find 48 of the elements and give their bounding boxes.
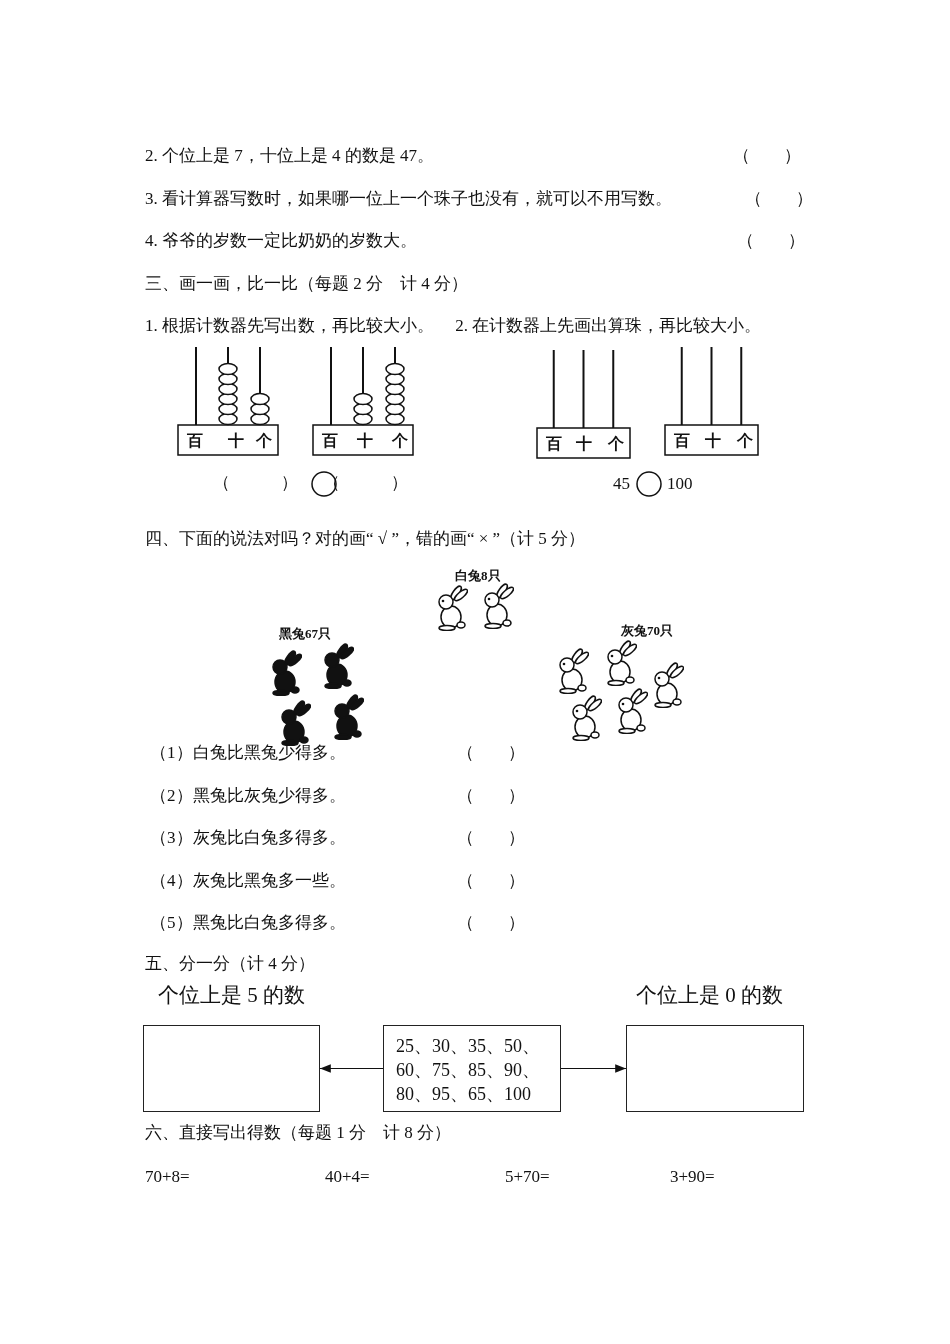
answer-parentheses: （ ） xyxy=(457,827,525,849)
answer-parentheses: （ ） xyxy=(213,472,298,494)
rabbit-count-label: 白兔8只 xyxy=(455,567,501,585)
question-text: 五、分一分（计 4 分） xyxy=(145,953,315,975)
question-text: 2. 个位上是 7，十位上是 4 的数是 47。 xyxy=(145,145,434,167)
place-label: 百 xyxy=(322,431,338,451)
question-text: 三、画一画，比一比（每题 2 分 计 4 分） xyxy=(145,273,468,295)
place-label: 个 xyxy=(392,431,408,451)
answer-parentheses: （ ） xyxy=(733,145,801,167)
question-text: 3. 看计算器写数时，如果哪一位上一个珠子也没有，就可以不用写数。 xyxy=(145,188,672,210)
question-text: 4. 爷爷的岁数一定比奶奶的岁数大。 xyxy=(145,230,417,252)
question-text: 70+8= xyxy=(145,1166,190,1188)
question-text: 5+70= xyxy=(505,1166,550,1188)
question-text: 1. 根据计数器先写出数，再比较大小。 2. 在计数器上先画出算珠，再比较大小。 xyxy=(145,315,763,337)
question-text: （4）灰兔比黑兔多一些。 xyxy=(150,870,346,892)
question-text: 40+4= xyxy=(325,1166,370,1188)
place-label: 个 xyxy=(256,431,272,451)
number-list: 25、30、35、50、60、75、85、90、80、95、65、100 xyxy=(396,1034,546,1106)
place-label: 百 xyxy=(674,431,690,451)
question-text: （5）黑兔比白兔多得多。 xyxy=(150,912,346,934)
question-text: （3）灰兔比白兔多得多。 xyxy=(150,827,346,849)
place-label: 十 xyxy=(357,431,373,451)
rabbit-count-label: 黑兔67只 xyxy=(279,625,331,643)
place-label: 百 xyxy=(546,434,562,454)
answer-parentheses: （ ） xyxy=(745,188,813,210)
answer-parentheses: （ ） xyxy=(457,912,525,934)
answer-parentheses: （ ） xyxy=(457,785,525,807)
answer-parentheses: （ ） xyxy=(457,742,525,764)
number-label: 100 xyxy=(667,473,693,495)
rabbit-count-label: 灰兔70只 xyxy=(621,622,673,640)
place-label: 十 xyxy=(228,431,244,451)
question-text: （2）黑兔比灰兔少得多。 xyxy=(150,785,346,807)
box-heading: 个位上是 0 的数 xyxy=(636,982,783,1009)
question-text: 四、下面的说法对吗？对的画“ √ ”，错的画“ × ”（计 5 分） xyxy=(145,528,586,550)
arrow xyxy=(560,1064,627,1073)
box-heading: 个位上是 5 的数 xyxy=(158,982,305,1009)
answer-parentheses: （ ） xyxy=(457,870,525,892)
question-text: 六、直接写出得数（每题 1 分 计 8 分） xyxy=(145,1122,451,1144)
answer-parentheses: （ ） xyxy=(737,230,805,252)
question-text: 3+90= xyxy=(670,1166,715,1188)
sorting-box xyxy=(383,1025,561,1112)
place-label: 十 xyxy=(705,431,721,451)
number-label: 45 xyxy=(613,473,630,495)
place-label: 个 xyxy=(608,434,624,454)
place-label: 十 xyxy=(576,434,592,454)
place-label: 百 xyxy=(187,431,203,451)
place-label: 个 xyxy=(737,431,753,451)
arrow xyxy=(319,1064,384,1073)
